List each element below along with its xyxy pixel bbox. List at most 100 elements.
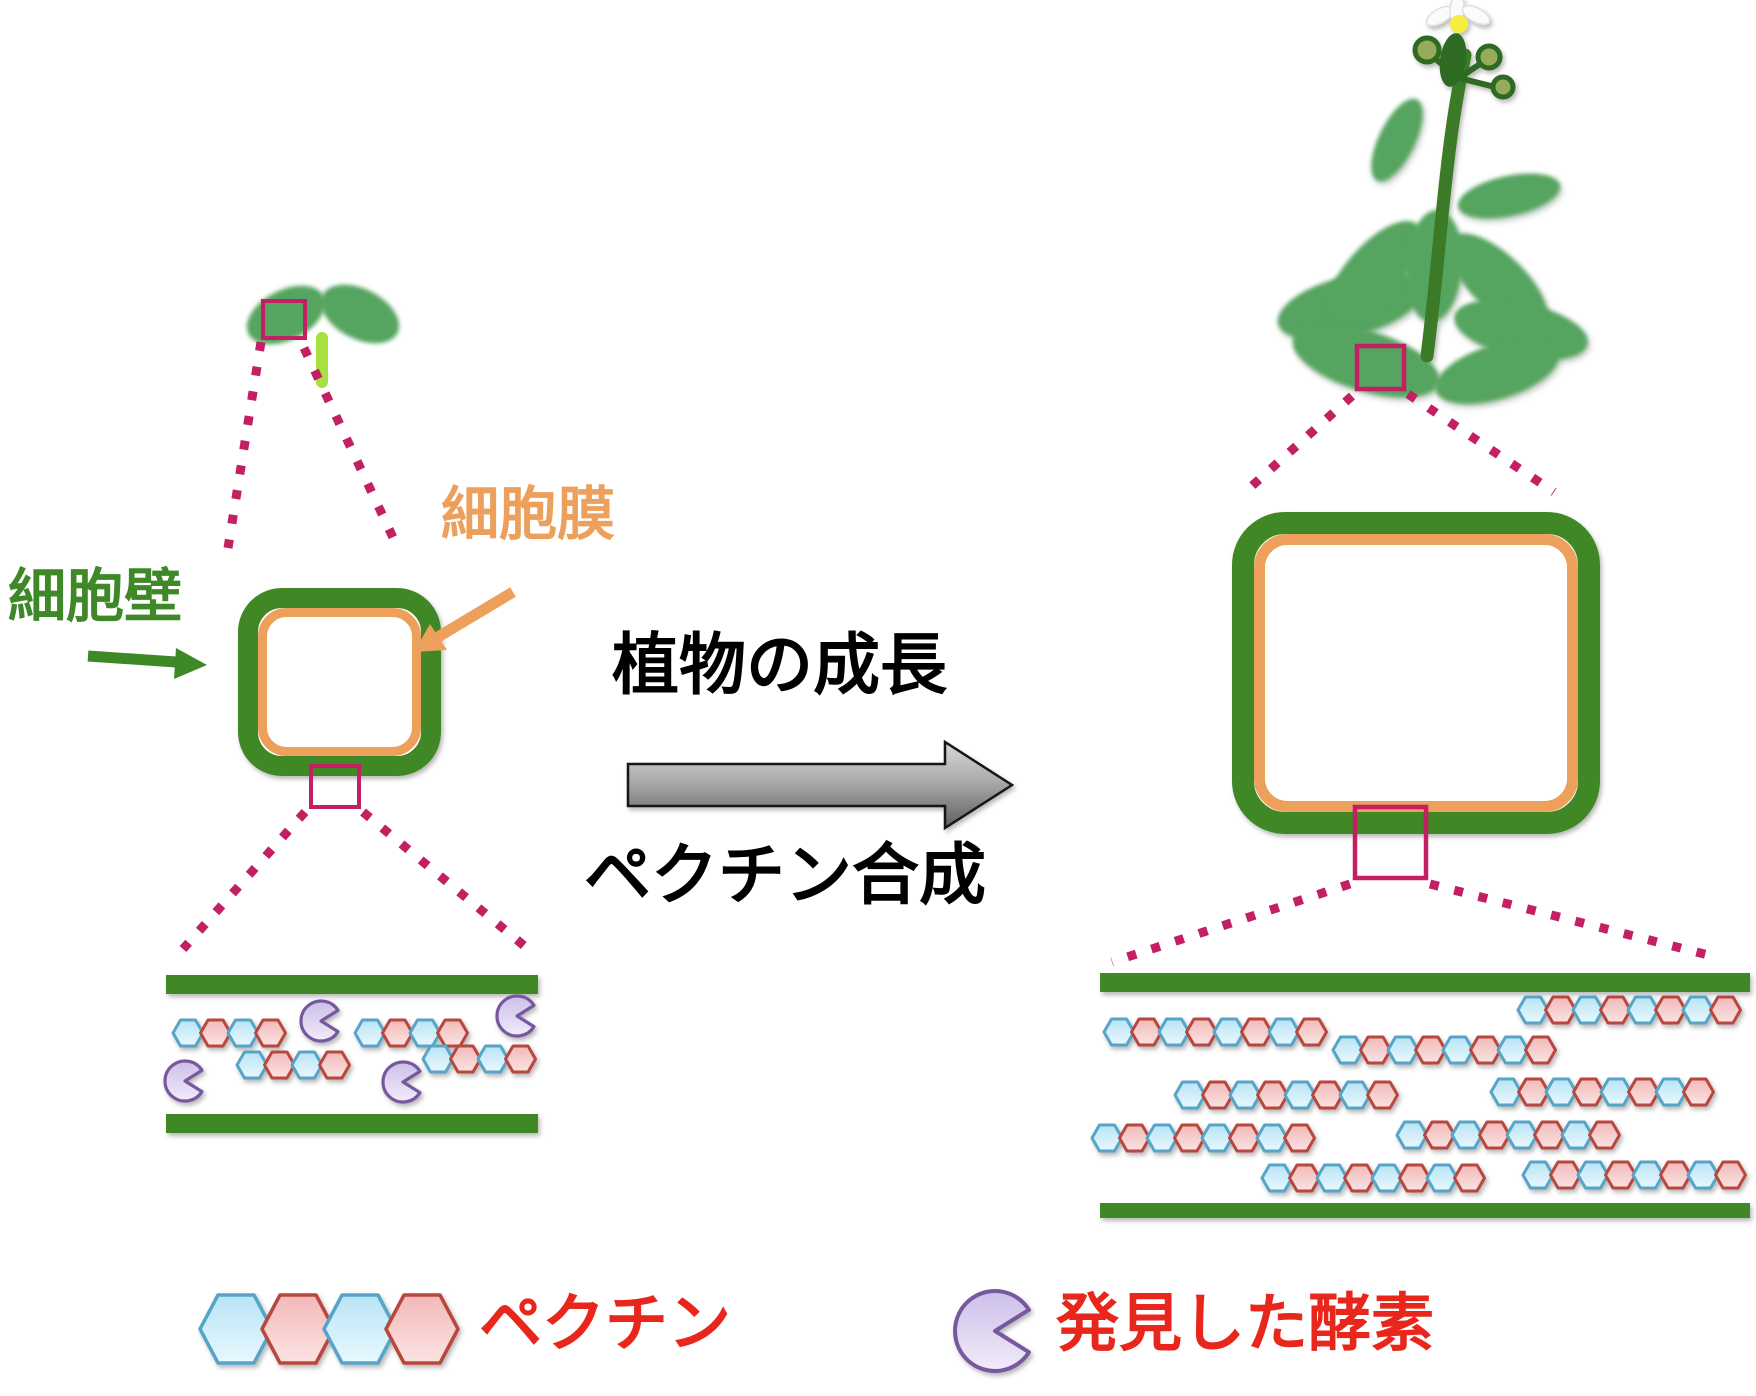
pectin-unit-blue: [1212, 1017, 1246, 1047]
pectin-unit-pink: [436, 1018, 469, 1048]
pectin-unit-blue: [421, 1044, 455, 1074]
pectin-unit-blue: [290, 1050, 324, 1080]
pectin-unit-pink: [1524, 1035, 1557, 1065]
pectin-unit-pink: [1544, 995, 1577, 1025]
enzyme-pacman: [381, 1060, 422, 1104]
rosette-callout-box: [1354, 343, 1407, 392]
pectin-unit-pink: [1185, 1017, 1218, 1047]
pectin-unit-pink: [199, 1018, 232, 1048]
pectin-unit-blue: [1338, 1080, 1372, 1110]
stem-leaf-right: [1457, 173, 1561, 219]
pectin-unit-pink: [1240, 1017, 1273, 1047]
cell-wall-bar: [166, 1114, 538, 1133]
pectin-unit-pink: [1682, 1077, 1715, 1107]
pectin-unit-blue: [1516, 995, 1550, 1025]
pectin-synthesis-label: ペクチン合成: [584, 836, 986, 914]
cell-wall-arrow: [87, 648, 207, 679]
cell-wall-label: 細胞壁: [8, 562, 183, 630]
pectin-unit-pink: [1599, 995, 1632, 1025]
pectin-unit-blue: [235, 1050, 269, 1080]
grown-wall-callout-dotted-left: [1110, 879, 1352, 967]
pectin-unit-pink: [318, 1050, 351, 1080]
pectin-unit-blue: [1173, 1080, 1207, 1110]
pectin-unit-pink: [1366, 1080, 1399, 1110]
pectin-unit-blue: [1599, 1077, 1633, 1107]
pectin-unit-pink: [1549, 1160, 1582, 1190]
legend-icons: [198, 1289, 1031, 1373]
enzyme-pacman: [953, 1289, 1031, 1373]
pectin-unit-blue: [1260, 1163, 1294, 1193]
enzyme-pacman: [495, 994, 536, 1038]
pectin-unit-blue: [1441, 1035, 1475, 1065]
white-flower: [1425, 0, 1491, 33]
pectin-unit-blue: [1425, 1163, 1459, 1193]
seedling-stem: [316, 332, 328, 388]
pectin-unit-pink: [1517, 1077, 1550, 1107]
pectin-unit-blue: [1331, 1035, 1365, 1065]
pectin-unit-blue: [1654, 1077, 1688, 1107]
process-arrow: [626, 739, 1015, 831]
young-cell: [238, 588, 441, 776]
pectin-unit-blue: [1450, 1120, 1484, 1150]
pectin-unit-blue: [1626, 995, 1660, 1025]
pectin-unit-blue: [1157, 1017, 1191, 1047]
rosette-callout-dotted-right: [1405, 390, 1557, 496]
pectin-unit-pink: [1478, 1120, 1511, 1150]
grown-cell-membrane-ring: [1254, 534, 1578, 812]
flower-cluster: [1412, 0, 1516, 100]
pectin-unit-pink: [1295, 1017, 1328, 1047]
young-cell-membrane-ring: [258, 608, 421, 756]
grown-wall-callout-dotted-right: [1428, 879, 1714, 961]
pectin-unit-blue: [1496, 1035, 1530, 1065]
pectin-unit-blue: [1228, 1080, 1262, 1110]
cell-wall-bar: [166, 975, 538, 994]
pectin-unit-blue: [1145, 1123, 1179, 1153]
pectin-unit-pink: [263, 1050, 296, 1080]
pectin-unit-pink: [1288, 1163, 1321, 1193]
pectin-unit-pink: [1173, 1123, 1206, 1153]
pectin-unit-pink: [1588, 1120, 1621, 1150]
pectin-unit-pink: [1256, 1080, 1289, 1110]
cell-membrane-arrow: [414, 587, 516, 652]
pectin-unit-pink: [1714, 1160, 1747, 1190]
pectin-unit-pink: [1283, 1123, 1316, 1153]
pectin-unit-pink: [1311, 1080, 1344, 1110]
pectin-unit-blue: [353, 1018, 387, 1048]
adult-plant-illustration: [1277, 0, 1588, 404]
pectin-unit-blue: [476, 1044, 510, 1074]
pectin-unit-blue: [226, 1018, 260, 1048]
pectin-unit-pink: [1423, 1120, 1456, 1150]
pectin-unit-blue: [1395, 1120, 1429, 1150]
rosette-leaves: [1277, 210, 1588, 404]
pectin-unit-blue: [1521, 1160, 1555, 1190]
pectin-unit-pink: [1627, 1077, 1660, 1107]
young-wall-callout-dotted-left: [179, 809, 309, 952]
cell-membrane-label: 細胞膜: [441, 480, 616, 548]
plant-stem: [1420, 48, 1472, 363]
pectin-unit-pink: [1604, 1160, 1637, 1190]
rosette-callout-dotted-left: [1239, 392, 1356, 498]
sepal: [1439, 33, 1467, 87]
enzyme-pacman: [299, 999, 340, 1043]
pectin-unit-pink: [1709, 995, 1742, 1025]
young-wall-callout-box: [309, 764, 361, 809]
flower-center: [1450, 15, 1468, 33]
pectin-unit-pink: [1659, 1160, 1692, 1190]
pectin-unit-pink: [449, 1044, 482, 1074]
pectin-unit-blue: [1255, 1123, 1289, 1153]
enzyme-pacman: [163, 1059, 204, 1103]
flower-bud: [1412, 35, 1442, 65]
pectin-unit-blue: [1386, 1035, 1420, 1065]
pectin-unit-pink: [504, 1044, 537, 1074]
pectin-unit-pink: [1228, 1123, 1261, 1153]
grown-cell-wall-detail: [1090, 973, 1750, 1218]
pectin-unit-blue: [1102, 1017, 1136, 1047]
seedling-callout-box: [261, 299, 307, 340]
pectin-unit-blue: [1315, 1163, 1349, 1193]
pectin-unit-pink: [254, 1018, 287, 1048]
pectin-unit-blue: [1686, 1160, 1720, 1190]
pectin-unit-blue: [1544, 1077, 1578, 1107]
pectin-unit-blue: [1571, 995, 1605, 1025]
pectin-unit-pink: [384, 1293, 460, 1365]
